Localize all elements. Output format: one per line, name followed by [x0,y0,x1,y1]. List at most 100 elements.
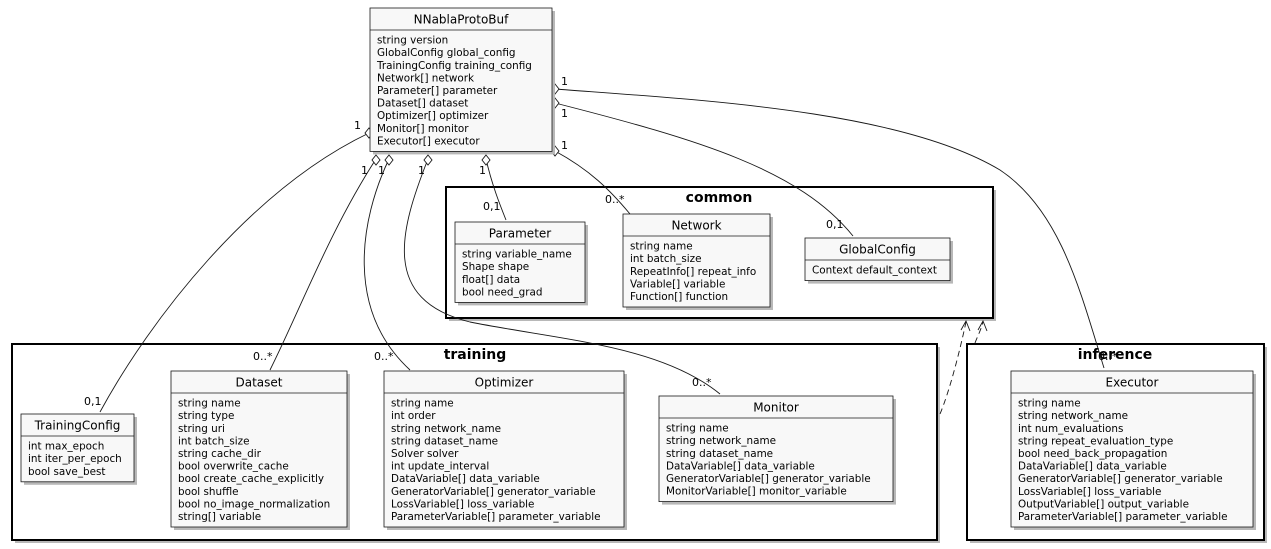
package-common-title: common [686,190,753,206]
package-training-title: training [444,347,507,363]
class-executor-attribute: DataVariable[] data_variable [1018,461,1167,473]
class-optimizer-attribute: ParameterVariable[] parameter_variable [391,511,601,523]
class-optimizer-name: Optimizer [475,376,534,390]
class-executor-attribute: string repeat_evaluation_type [1018,435,1173,447]
class-optimizer-attribute: DataVariable[] data_variable [391,473,540,485]
class-root-attribute: Dataset[] dataset [377,98,468,110]
class-dataset-attribute: string cache_dir [178,448,262,460]
class-monitor-attribute: MonitorVariable[] monitor_variable [666,486,847,498]
class-executor-attribute: ParameterVariable[] parameter_variable [1018,511,1228,523]
class-dataset-attribute: bool no_image_normalization [178,498,330,510]
class-network-box [622,213,771,308]
class-root-attribute: Executor[] executor [377,135,480,147]
diamond-optimizer [384,154,394,166]
class-executor-attribute: int num_evaluations [1018,423,1123,435]
class-dataset-attribute: string name [178,398,241,410]
class-parameter-attribute: bool need_grad [462,286,543,298]
class-dataset-attribute: string uri [178,423,225,435]
class-dataset-attribute: bool shuffle [178,486,239,498]
mult-executor-src: 1 [561,75,568,88]
edge-optimizer [363,158,411,371]
class-parameter-box [454,221,586,303]
class-optimizer-attribute: string dataset_name [391,435,498,447]
class-globalconfig-box [804,237,951,281]
mult-optimizer-dst: 0..* [374,350,394,363]
class-root-attribute: string version [377,35,448,47]
class-root-attribute: TrainingConfig training_config [376,60,532,72]
class-network-attribute: RepeatInfo[] repeat_info [630,266,756,278]
dependency-training-arrowhead [960,319,971,332]
class-root[interactable]: NNablaProtoBuf string versionGlobalConfig… [369,7,555,155]
class-network-attribute: Function[] function [630,291,728,303]
class-trainingconfig-attribute: bool save_best [28,466,106,478]
class-trainingconfig-attribute: int max_epoch [28,441,104,453]
class-root-attribute: GlobalConfig global_config [377,47,515,59]
mult-dataset-src: 1 [361,164,368,177]
multiplicity-labels: 1 0,1 1 0..* 1 0..* 1 0..* 1 0,1 1 0..* … [84,75,1118,408]
class-executor-attribute: bool need_back_propagation [1018,448,1167,460]
class-network-attribute: Variable[] variable [630,278,725,290]
dependency-inference-arrowhead [977,319,988,332]
class-network-attribute: int batch_size [630,253,702,265]
class-root-attribute: Monitor[] monitor [377,123,469,135]
diamond-dataset [371,154,381,166]
class-executor-attribute: OutputVariable[] output_variable [1018,498,1189,510]
class-executor-attribute: string name [1018,398,1081,410]
edge-globalconfig [554,102,854,237]
class-root-attribute: Parameter[] parameter [377,85,498,97]
class-monitor-attribute: string dataset_name [666,448,773,460]
class-executor-box [1010,370,1254,528]
class-trainingconfig-name: TrainingConfig [34,419,121,433]
class-monitor-attribute: string name [666,423,729,435]
package-inference-title: inference [1078,347,1153,363]
association-edges [99,88,1105,413]
class-dataset-attribute: string type [178,410,234,422]
mult-globalconfig-src: 1 [561,107,568,120]
class-parameter-attribute: Shape shape [462,261,529,273]
class-optimizer-box [383,370,625,528]
class-optimizer-attribute: int update_interval [391,461,489,473]
class-executor-attribute: string network_name [1018,410,1128,422]
diamond-monitor [423,154,433,166]
class-optimizer-attribute: LossVariable[] loss_variable [391,498,534,510]
class-optimizer-attribute: string name [391,398,454,410]
class-executor-attribute: LossVariable[] loss_variable [1018,486,1161,498]
class-trainingconfig-attribute: int iter_per_epoch [28,453,122,465]
class-root-attribute: Network[] network [377,72,474,84]
edge-trainingconfig [99,132,370,413]
edge-parameter [485,158,507,221]
mult-network-src: 1 [561,139,568,152]
class-parameter-attribute: string variable_name [462,249,572,261]
class-root-name: NNablaProtoBuf [414,13,510,27]
edge-executor [554,88,1105,369]
mult-dataset-dst: 0..* [253,350,273,363]
class-globalconfig-name: GlobalConfig [839,243,916,257]
dependency-arrows [939,319,988,415]
edge-dataset [269,158,377,371]
dependency-inference-common [974,321,984,344]
mult-parameter-src: 1 [479,164,486,177]
class-monitor-name: Monitor [753,401,799,415]
class-dataset-attribute: int batch_size [178,435,250,447]
class-monitor-attribute: GeneratorVariable[] generator_variable [666,473,871,485]
diamond-parameter [481,154,491,166]
class-optimizer-attribute: int order [391,410,436,422]
mult-globalconfig-dst: 0,1 [826,218,844,231]
edge-network [554,150,631,215]
mult-monitor-src: 1 [418,164,425,177]
mult-network-dst: 0..* [605,193,625,206]
class-parameter-attribute: float[] data [462,274,520,286]
class-dataset-name: Dataset [236,376,283,390]
class-root-box [369,7,553,152]
mult-trainingconfig-src: 1 [354,119,361,132]
class-globalconfig-attribute: Context default_context [812,265,937,277]
